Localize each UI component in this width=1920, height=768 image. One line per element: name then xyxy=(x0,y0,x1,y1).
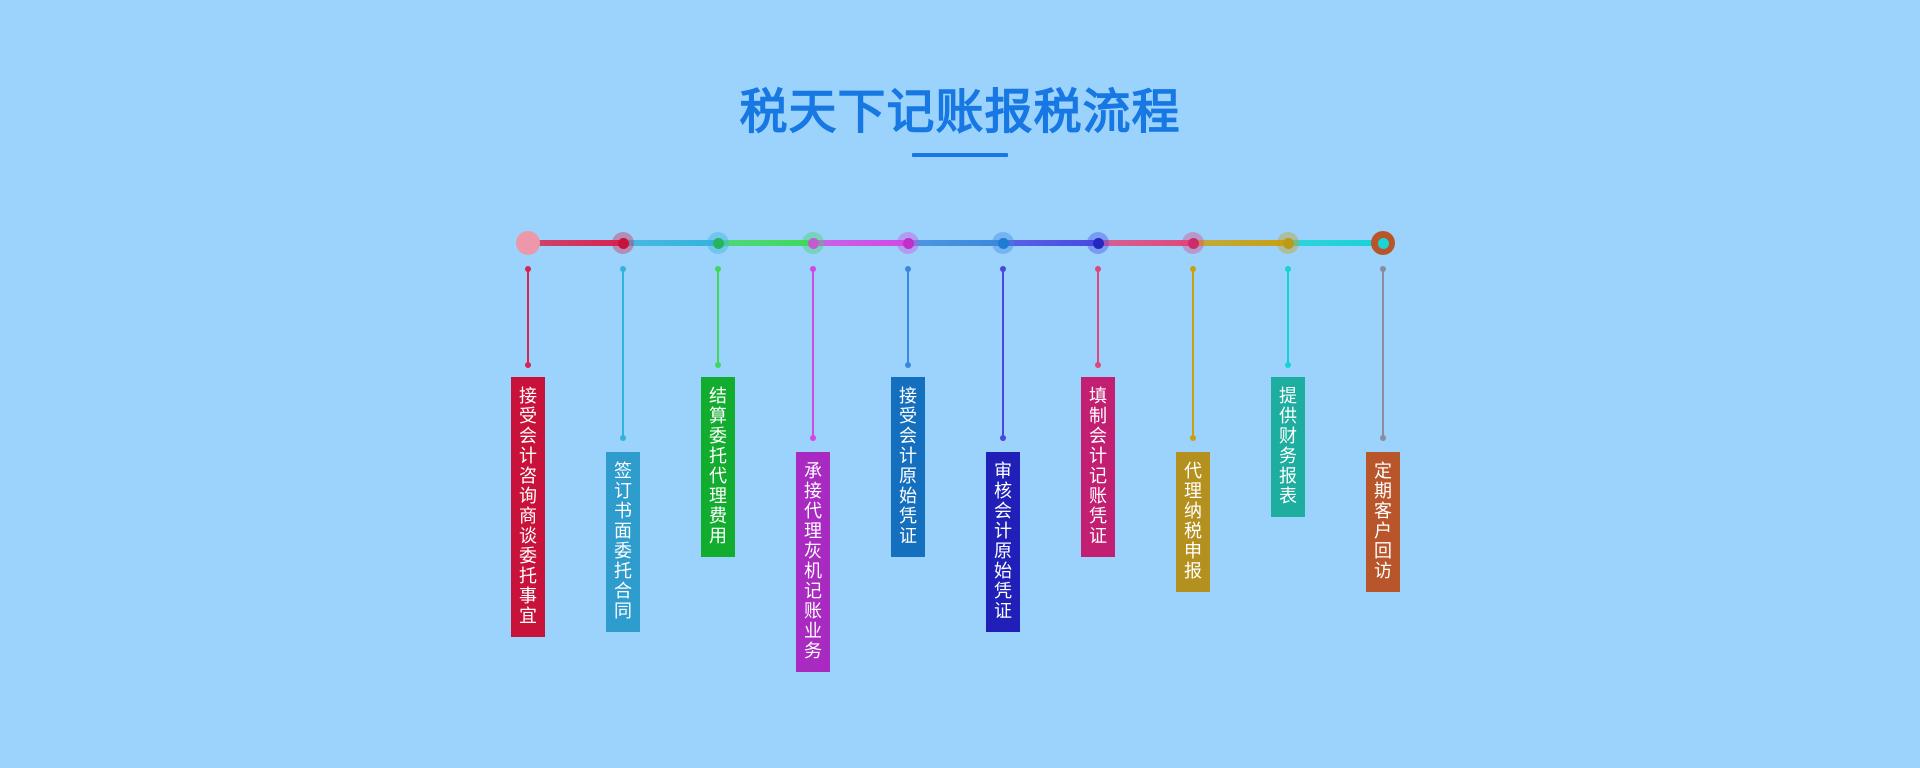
step-card: 承接代理灰机记账业务 xyxy=(796,452,830,672)
stem-bottom-dot xyxy=(1380,435,1386,441)
step-stem xyxy=(1097,269,1099,365)
page-title: 税天下记账报税流程 xyxy=(739,84,1181,140)
timeline-node-center xyxy=(712,237,724,249)
timeline-connector xyxy=(1288,240,1383,246)
step-card: 代理纳税申报 xyxy=(1176,452,1210,592)
timeline-node-center xyxy=(1092,237,1104,249)
step-card: 审核会计原始凭证 xyxy=(986,452,1020,632)
step-card: 接受会计咨询商谈委托事宜 xyxy=(511,377,545,637)
timeline-connector xyxy=(1003,240,1098,246)
step-card: 填制会计记账凭证 xyxy=(1081,377,1115,557)
timeline-node-center xyxy=(1187,237,1199,249)
stem-bottom-dot xyxy=(1285,362,1291,368)
title-underline xyxy=(912,153,1008,157)
step-stem xyxy=(527,269,529,365)
step-stem xyxy=(812,269,814,438)
timeline-connector xyxy=(813,240,908,246)
step-card: 签订书面委托合同 xyxy=(606,452,640,632)
stem-bottom-dot xyxy=(620,435,626,441)
timeline-connector xyxy=(623,240,718,246)
step-card: 定期客户回访 xyxy=(1366,452,1400,592)
step-stem xyxy=(1287,269,1289,365)
timeline-connector xyxy=(1098,240,1193,246)
stem-bottom-dot xyxy=(810,435,816,441)
step-stem xyxy=(717,269,719,365)
timeline-node-center xyxy=(617,237,629,249)
timeline-connector xyxy=(718,240,813,246)
step-stem xyxy=(1192,269,1194,438)
timeline-connector xyxy=(908,240,1003,246)
step-stem xyxy=(1382,269,1384,438)
step-card: 提供财务报表 xyxy=(1271,377,1305,517)
step-stem xyxy=(1002,269,1004,438)
stem-bottom-dot xyxy=(905,362,911,368)
stem-bottom-dot xyxy=(715,362,721,368)
timeline-node xyxy=(516,231,540,255)
stem-bottom-dot xyxy=(1190,435,1196,441)
stem-bottom-dot xyxy=(525,362,531,368)
timeline-node-center xyxy=(1377,237,1389,249)
timeline-node-center xyxy=(997,237,1009,249)
timeline-connector xyxy=(1193,240,1288,246)
stem-bottom-dot xyxy=(1095,362,1101,368)
timeline-node-center xyxy=(807,237,819,249)
timeline-node-center xyxy=(902,237,914,249)
step-card: 结算委托代理费用 xyxy=(701,377,735,557)
step-stem xyxy=(622,269,624,438)
step-stem xyxy=(907,269,909,365)
timeline-connector xyxy=(528,240,623,246)
stem-bottom-dot xyxy=(1000,435,1006,441)
timeline-node-center xyxy=(1282,237,1294,249)
step-card: 接受会计原始凭证 xyxy=(891,377,925,557)
